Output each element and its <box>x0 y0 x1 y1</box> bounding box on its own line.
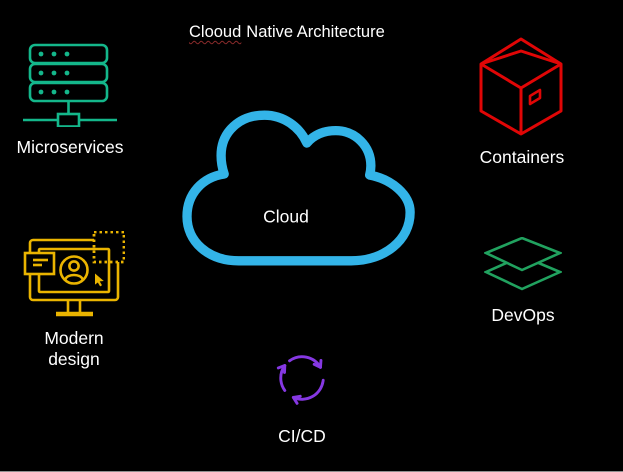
node-label: DevOps <box>491 305 555 325</box>
node-label: Containers <box>479 147 565 167</box>
node-label: Modern design <box>44 328 104 369</box>
node-containers: Containers <box>474 36 570 168</box>
node-microservices: Microservices <box>8 39 132 158</box>
cloud-outline-icon <box>182 110 415 266</box>
monitor-design-icon <box>23 231 125 317</box>
cycle-arrows-icon <box>276 355 325 405</box>
title-rest: Native Architecture <box>246 23 385 41</box>
node-modern-design: Modern design <box>14 231 134 370</box>
node-cicd: CI/CD <box>267 347 337 447</box>
cloud-node: Cloud <box>165 110 428 267</box>
node-devops: DevOps <box>477 237 569 326</box>
server-stack-icon <box>23 43 117 127</box>
layers-icon <box>484 237 562 291</box>
title-misspelled-word: Clooud <box>189 23 242 41</box>
cursor-arrow-icon <box>95 273 104 287</box>
node-label: Microservices <box>16 137 124 157</box>
node-label: CI/CD <box>278 426 326 446</box>
cloud-label: Cloud <box>263 206 309 227</box>
cube-box-icon <box>479 37 563 136</box>
